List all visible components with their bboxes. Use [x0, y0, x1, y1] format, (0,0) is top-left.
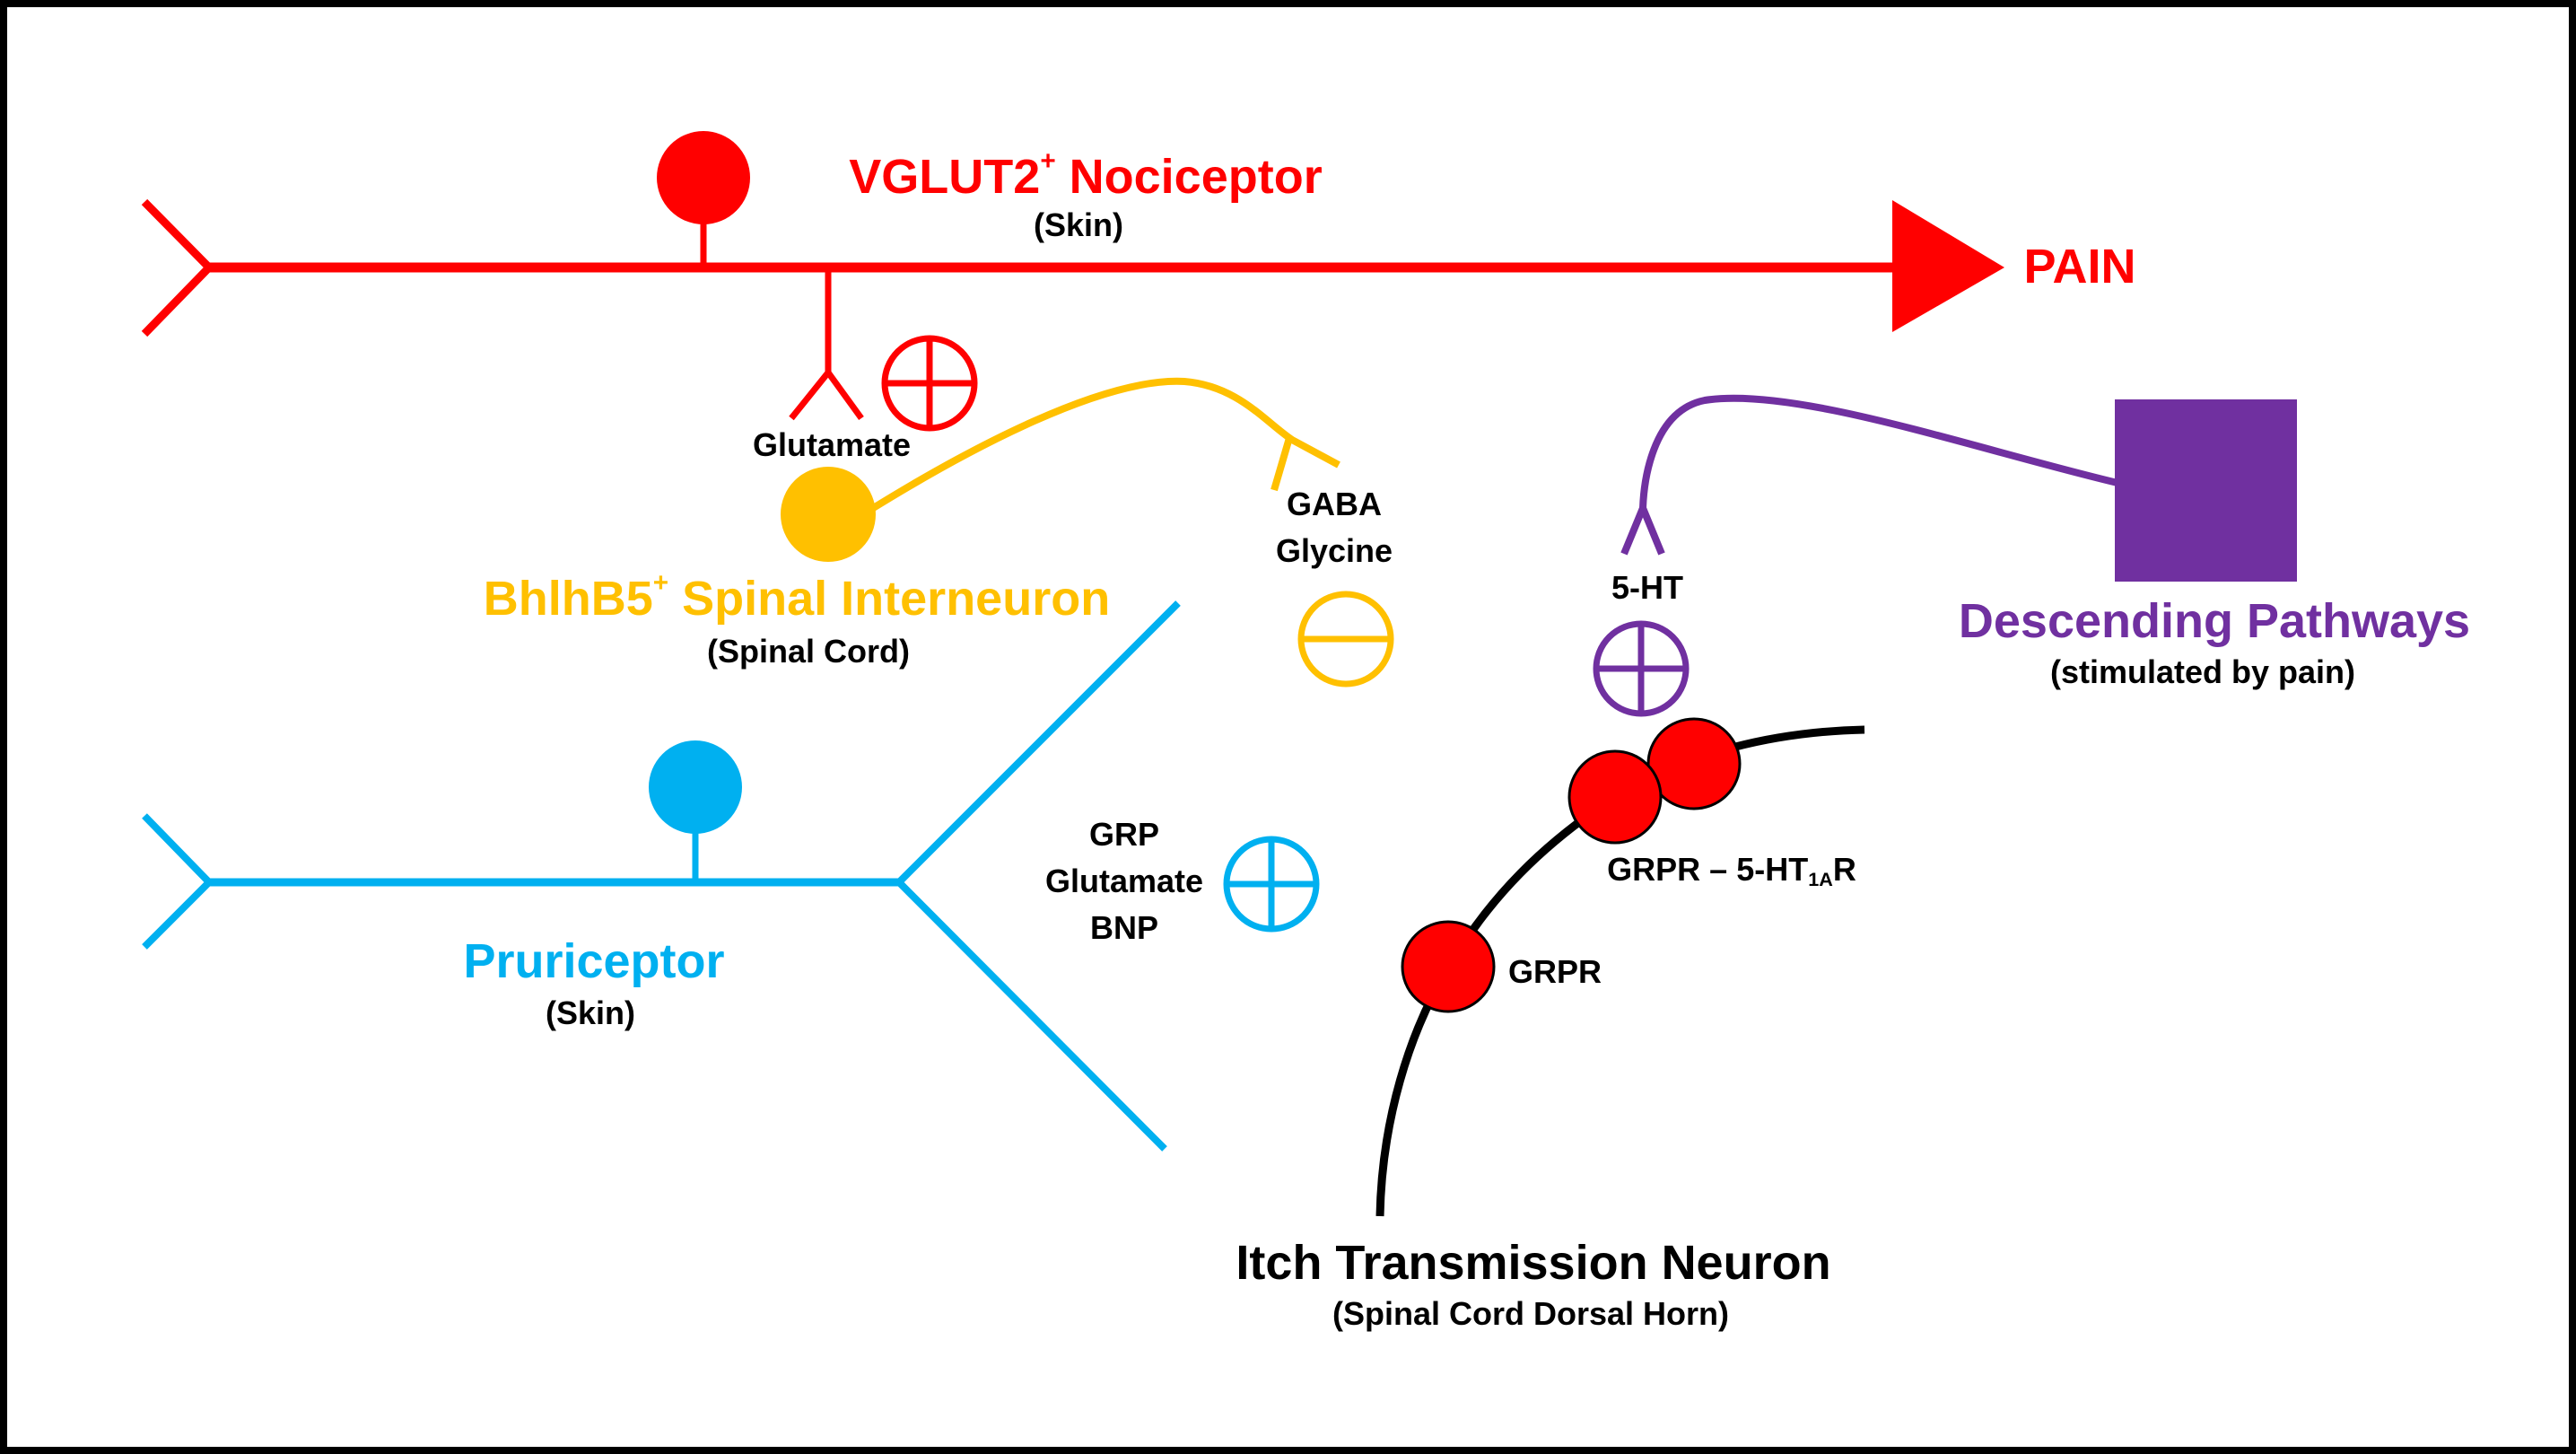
pruriceptor-soma [649, 740, 742, 834]
interneuron-title-rest: Spinal Interneuron [668, 572, 1111, 626]
grpr-dimer-label-sub: 1A [1808, 868, 1833, 891]
descending-source-block [2115, 399, 2297, 582]
itch-transmission-neuron [1375, 717, 1865, 1217]
interneuron-location: (Spinal Cord) [707, 633, 910, 670]
nociceptor-title: VGLUT2+ Nociceptor [849, 146, 1323, 205]
excitatory-5ht-icon [1593, 620, 1690, 717]
inhibitory-gaba-glycine-icon [1297, 591, 1394, 688]
glycine-label: Glycine [1275, 532, 1393, 569]
grpr-dimer-label-main: GRPR – 5-HT [1607, 851, 1809, 888]
glutamate-pruriceptor-label: Glutamate [1044, 863, 1204, 899]
pruriceptor-branch-upper [896, 600, 1181, 885]
bnp-label: BNP [1089, 909, 1159, 946]
grpr-dimer-label-end: R [1832, 851, 1856, 888]
pruriceptor-title: Pruriceptor [463, 934, 725, 988]
glutamate-label: Glutamate [752, 426, 912, 463]
interneuron-title-sup: + [652, 568, 669, 599]
nociceptor-title-main: VGLUT2 [849, 150, 1041, 204]
pain-label: PAIN [2023, 240, 2136, 293]
excitatory-glutamate-icon [881, 335, 978, 432]
interneuron-axon [868, 377, 1340, 513]
excitatory-grp-icon [1223, 836, 1320, 933]
descending-pathway [1620, 394, 2297, 582]
5ht-label: 5-HT [1611, 569, 1683, 606]
interneuron-title: BhlhB5+ Spinal Interneuron [483, 568, 1111, 626]
pruriceptor-location: (Skin) [545, 994, 636, 1031]
descending-axon [1639, 394, 2118, 509]
descending-note: (stimulated by pain) [2049, 653, 2356, 690]
itch-neuron-location: (Spinal Cord Dorsal Horn) [1332, 1295, 1730, 1332]
pain-arrow-icon [1892, 200, 2004, 332]
grpr-dimer-label: GRPR – 5-HT1AR [1607, 851, 1856, 891]
nociceptor-title-rest: Nociceptor [1055, 150, 1323, 204]
pruriceptor-dendrite-fork [142, 813, 214, 950]
nociceptor-soma [657, 131, 750, 224]
grpr-label: GRPR [1507, 953, 1602, 990]
nociceptor-location: (Skin) [1033, 206, 1124, 243]
gaba-label: GABA [1287, 486, 1382, 522]
itch-neuron-title: Itch Transmission Neuron [1236, 1236, 1831, 1290]
interneuron-neuron [781, 377, 1340, 562]
descending-title: Descending Pathways [1958, 594, 2471, 648]
grpr-receptor [1401, 920, 1496, 1013]
interneuron-soma [781, 467, 876, 562]
interneuron-terminal-branch [1271, 436, 1293, 492]
grpr-dimer-receptor [1567, 749, 1663, 845]
interneuron-title-main: BhlhB5 [483, 572, 653, 626]
nociceptor-terminal-fork [789, 367, 864, 421]
pruriceptor-neuron [142, 600, 1181, 1152]
nociceptor-neuron [141, 131, 2004, 421]
nociceptor-title-sup: + [1040, 146, 1056, 177]
pruriceptor-branch-lower [896, 880, 1167, 1152]
nociceptor-dendrite-fork [141, 198, 215, 337]
grp-label: GRP [1088, 816, 1160, 853]
descending-terminal-fork [1620, 498, 1665, 556]
